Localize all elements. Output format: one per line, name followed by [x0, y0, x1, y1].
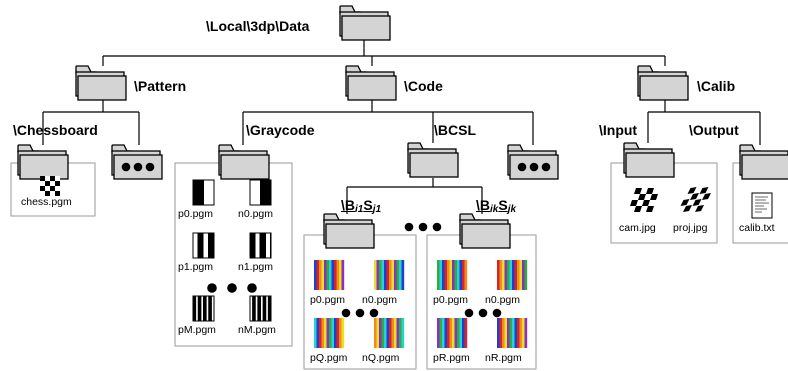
chessboard-folder-label: \Chessboard	[13, 122, 98, 138]
bcsl-first-j: j1	[372, 204, 382, 215]
input-folder-icon[interactable]	[623, 142, 675, 178]
bcsl-first-folder-label: \Bi1Sj1	[341, 197, 381, 218]
graycode-folder-icon[interactable]	[218, 144, 270, 180]
file-label: n0.pgm	[485, 294, 521, 306]
bcsl-last-i: ik	[490, 204, 499, 215]
input-folder-label: \Input	[599, 122, 638, 138]
tree-connectors	[42, 40, 761, 214]
stripe-thumbnail-icon	[437, 318, 468, 348]
bcsl-first-i: i1	[355, 204, 364, 215]
bcsl-folder-label: \BCSL	[434, 122, 476, 138]
graycode-thumbnails	[192, 179, 272, 322]
graycode-pM-icon	[192, 295, 215, 322]
file-label: p1.pgm	[178, 261, 214, 273]
stripe-thumbnail-icon	[497, 260, 528, 290]
stripe-thumbnail-icon	[314, 318, 345, 348]
output-folder-label: \Output	[689, 122, 739, 138]
pattern-folder-label: \Pattern	[134, 78, 187, 94]
file-label: chess.pgm	[21, 196, 72, 208]
calib-text-thumbnail-icon	[751, 192, 773, 219]
ellipsis-dots-icon	[404, 222, 442, 232]
graycode-folder-label: \Graycode	[246, 122, 315, 138]
proj-thumbnail-icon	[680, 187, 711, 212]
file-label: nM.pgm	[238, 324, 276, 336]
file-label: calib.txt	[739, 222, 775, 234]
bcsl-first-folder-icon[interactable]	[323, 213, 375, 249]
bcsl-last-folder-label: \BikSjk	[476, 197, 516, 218]
file-label: nR.pgm	[485, 352, 522, 364]
stripe-thumbnail-icon	[374, 318, 405, 348]
file-label: pM.pgm	[178, 324, 216, 336]
file-label: proj.jpg	[673, 222, 708, 234]
file-label: cam.jpg	[619, 222, 656, 234]
stripe-thumbnail-icon	[437, 260, 468, 290]
file-label: pQ.pgm	[310, 352, 348, 364]
graycode-nM-icon	[249, 295, 272, 322]
graycode-p1-icon	[192, 232, 215, 259]
bcsl-last-j: jk	[507, 204, 517, 215]
code-folder-icon[interactable]	[345, 65, 397, 101]
code-folder-label: \Code	[404, 78, 443, 94]
bcsl-first-mid: S	[363, 197, 373, 213]
graycode-n1-icon	[249, 232, 272, 259]
more-folders-icon[interactable]	[507, 144, 559, 180]
chess-thumbnail-icon	[40, 176, 60, 196]
bcsl-last-prefix: \B	[476, 197, 490, 213]
graycode-p0-icon	[192, 179, 215, 206]
chessboard-folder-icon[interactable]	[17, 144, 69, 180]
stripe-thumbnails	[314, 260, 528, 348]
calib-folder-label: \Calib	[697, 78, 736, 94]
root-folder-icon[interactable]	[339, 5, 391, 41]
file-label: p0.pgm	[178, 208, 214, 220]
file-label: p0.pgm	[433, 294, 469, 306]
file-label: pR.pgm	[433, 352, 470, 364]
file-label: n0.pgm	[362, 294, 398, 306]
bcsl-last-mid: S	[498, 197, 508, 213]
file-label: nQ.pgm	[362, 352, 400, 364]
graycode-n0-icon	[249, 179, 272, 206]
output-folder-icon[interactable]	[739, 144, 788, 180]
pattern-folder-icon[interactable]	[75, 65, 127, 101]
stripe-thumbnail-icon	[374, 260, 405, 290]
stripe-thumbnail-icon	[497, 318, 528, 348]
bcsl-folder-icon[interactable]	[407, 142, 459, 178]
ellipsis-dots-icon	[207, 283, 257, 293]
more-folders-icon[interactable]	[111, 144, 163, 180]
root-folder-label: \Local\3dp\Data	[206, 18, 310, 34]
ellipsis-dots-icon	[341, 308, 502, 318]
file-label: n0.pgm	[238, 208, 274, 220]
stripe-thumbnail-icon	[314, 260, 345, 290]
bcsl-first-prefix: \B	[341, 197, 355, 213]
calib-folder-icon[interactable]	[637, 65, 689, 101]
file-label: n1.pgm	[238, 261, 274, 273]
file-label: p0.pgm	[310, 294, 346, 306]
cam-thumbnail-icon	[630, 188, 658, 212]
bcsl-last-folder-icon[interactable]	[459, 213, 511, 249]
